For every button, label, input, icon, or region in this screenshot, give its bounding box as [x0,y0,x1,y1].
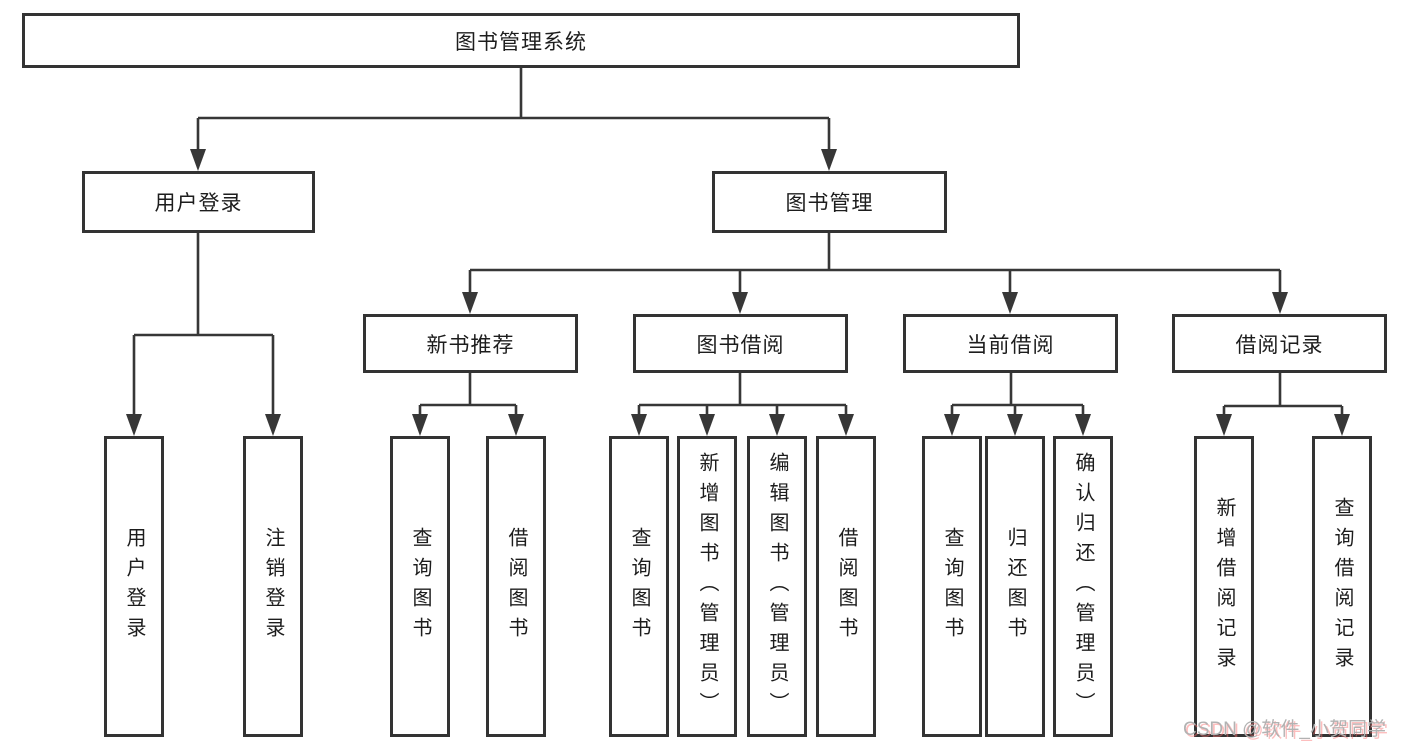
node-current-borrow: 当前借阅 [903,314,1118,373]
leaf-add-borrow-record: 新增借阅记录 [1194,436,1254,737]
leaf-return-books-label: 归还图书 [1004,526,1026,647]
node-book-borrow-label: 图书借阅 [696,333,785,357]
leaf-add-books-admin: 新增图书（管理员） [677,436,737,737]
leaf-query-books-recommend-label: 查询图书 [409,526,431,647]
leaf-borrow-books: 借阅图书 [816,436,876,737]
node-user-login-branch-label: 用户登录 [154,192,243,215]
leaf-edit-books-admin-label: 编辑图书（管理员） [766,451,788,722]
leaf-query-borrow-record: 查询借阅记录 [1312,436,1372,737]
leaf-query-books-recommend: 查询图书 [390,436,450,737]
leaf-edit-books-admin: 编辑图书（管理员） [747,436,807,737]
leaf-add-borrow-record-label: 新增借阅记录 [1213,496,1235,677]
node-root-library-management-system: 图书管理系统 [22,13,1020,68]
leaf-confirm-return-admin-label: 确认归还（管理员） [1072,451,1094,722]
leaf-query-books-current-label: 查询图书 [941,526,963,647]
leaf-query-books-borrow: 查询图书 [609,436,669,737]
node-new-book-recommend-label: 新书推荐 [426,333,515,357]
node-book-borrow: 图书借阅 [633,314,848,373]
connector-arrowheads [126,149,1350,436]
node-book-management-branch: 图书管理 [712,171,947,233]
node-borrow-records: 借阅记录 [1172,314,1387,373]
leaf-add-books-admin-label: 新增图书（管理员） [696,451,718,722]
node-new-book-recommend: 新书推荐 [363,314,578,373]
leaf-borrow-books-recommend-label: 借阅图书 [505,526,527,647]
node-borrow-records-label: 借阅记录 [1235,333,1324,357]
leaf-user-login-label: 用户登录 [123,526,145,647]
leaf-confirm-return-admin: 确认归还（管理员） [1053,436,1113,737]
node-user-login-branch: 用户登录 [82,171,315,233]
connector-strokes [132,68,1344,416]
leaf-borrow-books-label: 借阅图书 [835,526,857,647]
leaf-query-books-current: 查询图书 [922,436,982,737]
leaf-user-login: 用户登录 [104,436,164,737]
node-root-label: 图书管理系统 [455,30,587,54]
leaf-query-borrow-record-label: 查询借阅记录 [1331,496,1353,677]
node-current-borrow-label: 当前借阅 [966,333,1055,357]
leaf-logout: 注销登录 [243,436,303,737]
leaf-query-books-borrow-label: 查询图书 [628,526,650,647]
leaf-borrow-books-recommend: 借阅图书 [486,436,546,737]
leaf-return-books: 归还图书 [985,436,1045,737]
node-book-management-branch-label: 图书管理 [785,192,874,215]
csdn-watermark: CSDN @软件_小贺同学 [1183,719,1386,740]
leaf-logout-label: 注销登录 [262,526,284,647]
